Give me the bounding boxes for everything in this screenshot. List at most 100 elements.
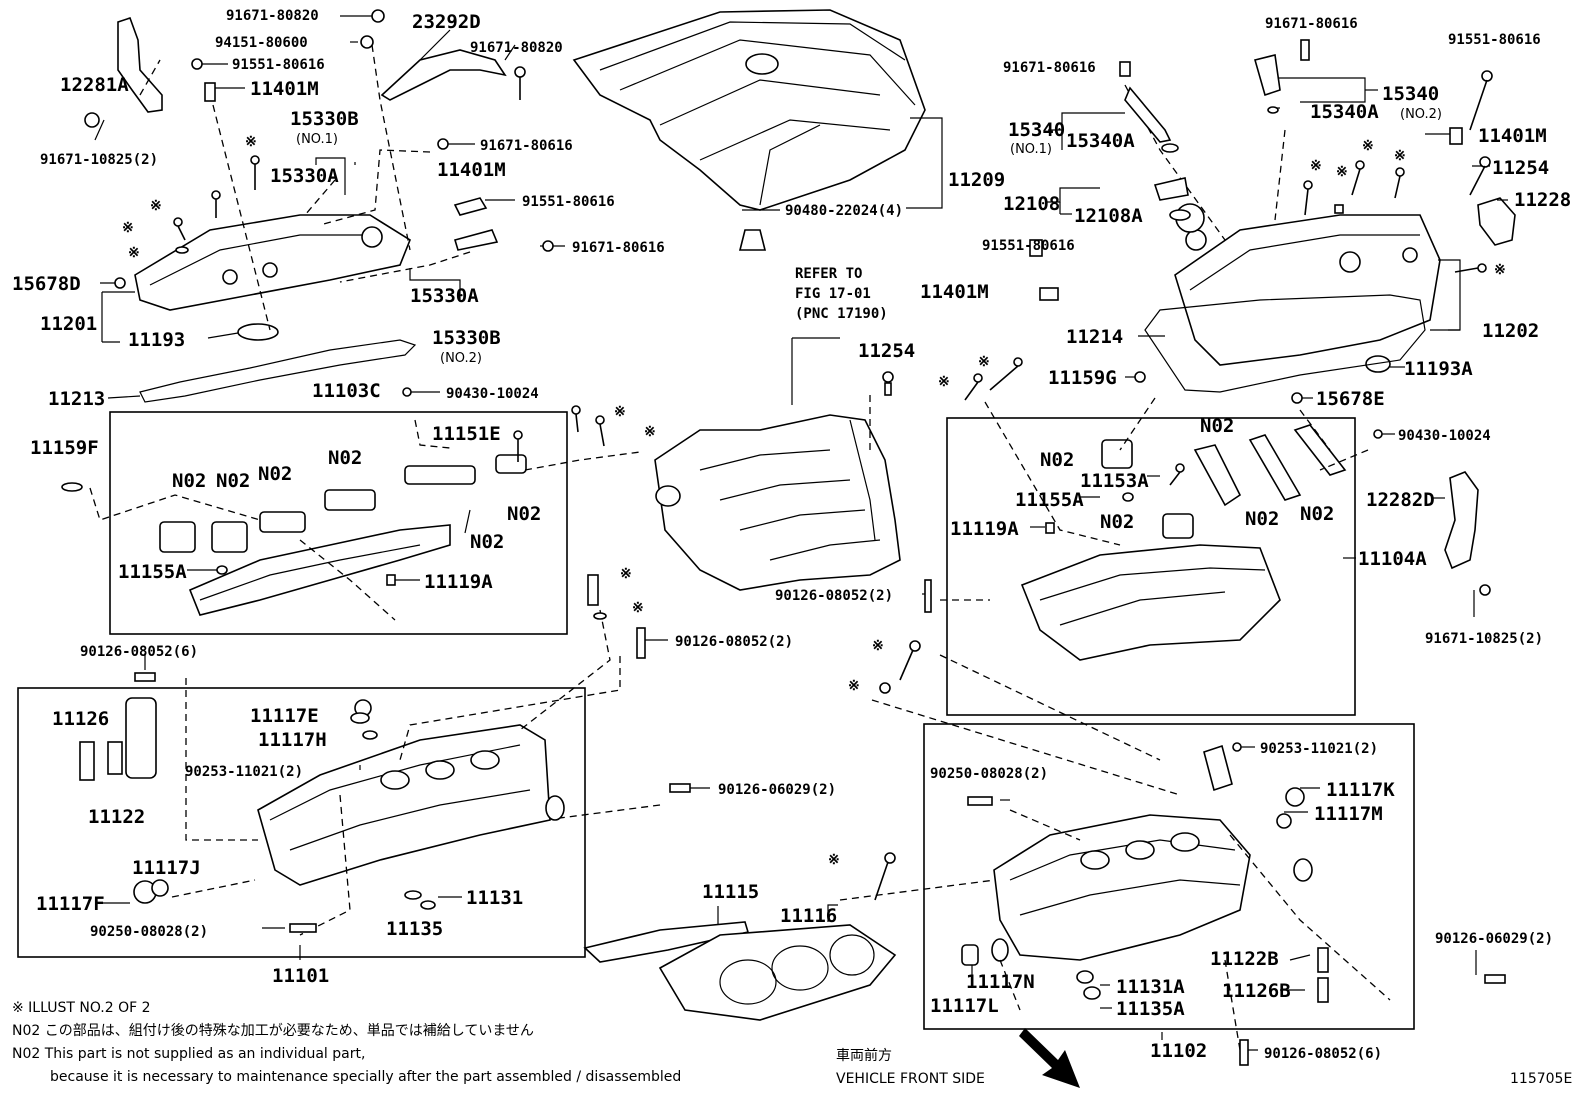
label-90430-10024: 90430-10024 bbox=[446, 386, 539, 402]
label-91671-10825-left: 91671-10825(2) bbox=[40, 152, 158, 168]
label-11159G: 11159G bbox=[1048, 367, 1117, 389]
label-12108A: 12108A bbox=[1074, 205, 1143, 227]
label-91551-80616-b: 91551-80616 bbox=[522, 194, 615, 210]
label-11103C: 11103C bbox=[312, 380, 381, 402]
symbol-mark: ※ bbox=[1336, 164, 1348, 180]
label-no1-b: (NO.1) bbox=[1010, 142, 1052, 157]
label-11213: 11213 bbox=[48, 388, 105, 410]
label-11119A: 11119A bbox=[424, 571, 493, 593]
label-11122B: 11122B bbox=[1210, 948, 1279, 970]
camshaft-housing-frame-right bbox=[946, 417, 1356, 716]
label-91551-80616-d: 91551-80616 bbox=[982, 238, 1075, 254]
part-labels: 12281A 91671-10825(2) 91671-80820 94151-… bbox=[12, 8, 1571, 1062]
label-91671-80616-c: 91671-80616 bbox=[1003, 60, 1096, 76]
note-illust: ※ ILLUST NO.2 OF 2 bbox=[12, 1000, 151, 1016]
label-94151-80600: 94151-80600 bbox=[215, 35, 308, 51]
label-11117J: 11117J bbox=[132, 857, 201, 879]
symbol-mark: ※ bbox=[614, 404, 626, 420]
label-11115: 11115 bbox=[702, 881, 759, 903]
note-n02-english-1: N02 This part is not supplied as an indi… bbox=[12, 1046, 365, 1062]
label-90253-11021-b: 90253-11021(2) bbox=[1260, 741, 1378, 757]
label-11116: 11116 bbox=[780, 905, 837, 927]
label-23292D: 23292D bbox=[412, 11, 481, 33]
label-15678E: 15678E bbox=[1316, 388, 1385, 410]
label-90430-10024-b: 90430-10024 bbox=[1398, 428, 1491, 444]
symbol-mark: ※ bbox=[644, 424, 656, 440]
right-valve-cover-illustration bbox=[1174, 203, 1441, 373]
label-no2: (NO.2) bbox=[440, 351, 482, 366]
label-11104A: 11104A bbox=[1358, 548, 1427, 570]
bolts-and-fasteners bbox=[61, 9, 1506, 1066]
symbol-mark: ※ bbox=[620, 566, 632, 582]
symbol-mark: ※ bbox=[1494, 262, 1506, 278]
engine-cover-illustration bbox=[572, 9, 926, 251]
symbol-mark: ※ bbox=[938, 374, 950, 390]
label-11126B: 11126B bbox=[1222, 980, 1291, 1002]
label-91671-10825-right: 91671-10825(2) bbox=[1425, 631, 1543, 647]
label-91671-80616-b: 91671-80616 bbox=[572, 240, 665, 256]
label-12282D: 12282D bbox=[1366, 489, 1435, 511]
symbol-mark: ※ bbox=[1310, 158, 1322, 174]
intake-manifold-illustration bbox=[654, 414, 901, 591]
label-11131: 11131 bbox=[466, 887, 523, 909]
label-11201: 11201 bbox=[40, 313, 97, 335]
label-11117M: 11117M bbox=[1314, 803, 1383, 825]
label-12281A: 12281A bbox=[60, 74, 129, 96]
label-11117E: 11117E bbox=[250, 705, 319, 727]
left-valve-cover-gasket bbox=[139, 339, 417, 403]
label-11193A: 11193A bbox=[1404, 358, 1473, 380]
label-n02: N02 bbox=[507, 503, 541, 525]
label-n02: N02 bbox=[470, 531, 504, 553]
label-91551-80616: 91551-80616 bbox=[232, 57, 325, 73]
label-11131A: 11131A bbox=[1116, 976, 1185, 998]
label-11117L: 11117L bbox=[930, 995, 999, 1017]
symbol-mark: ※ bbox=[872, 638, 884, 654]
left-engine-hanger-12281A bbox=[117, 16, 163, 113]
cylinder-head-frame-left bbox=[17, 687, 586, 958]
label-n02: N02 bbox=[1200, 415, 1234, 437]
left-camshaft-housing-illustration bbox=[159, 454, 527, 616]
bracket-11228 bbox=[1477, 197, 1516, 246]
label-11193: 11193 bbox=[128, 329, 185, 351]
right-engine-hanger-12282D bbox=[1444, 471, 1479, 570]
label-no2-b: (NO.2) bbox=[1400, 107, 1442, 122]
label-11117H: 11117H bbox=[258, 729, 327, 751]
label-n02: N02 bbox=[216, 470, 250, 492]
label-90126-08052-a: 90126-08052(2) bbox=[775, 588, 893, 604]
label-11254-b: 11254 bbox=[1492, 157, 1549, 179]
label-11159F: 11159F bbox=[30, 437, 99, 459]
label-11155A-b: 11155A bbox=[1015, 489, 1084, 511]
label-90253-11021-a: 90253-11021(2) bbox=[185, 764, 303, 780]
label-11202: 11202 bbox=[1482, 320, 1539, 342]
illustration-code: 115705E bbox=[1510, 1071, 1572, 1087]
cylinder-head-frame-right bbox=[923, 723, 1415, 1030]
note-n02-japanese: N02 この部品は、組付け後の特殊な加工が必要なため、単品では補給していません bbox=[12, 1023, 534, 1039]
front-direction-english: VEHICLE FRONT SIDE bbox=[836, 1071, 985, 1087]
symbol-mark: ※ bbox=[848, 678, 860, 694]
label-11126: 11126 bbox=[52, 708, 109, 730]
legend-notes: ※ ILLUST NO.2 OF 2 N02 この部品は、組付け後の特殊な加工が… bbox=[12, 1000, 1572, 1087]
label-15340A: 15340A bbox=[1066, 130, 1135, 152]
refer-line-3: (PNC 17190) bbox=[795, 306, 888, 322]
symbol-mark: ※ bbox=[150, 198, 162, 214]
label-11401M-b: 11401M bbox=[437, 159, 506, 181]
label-n02: N02 bbox=[1100, 511, 1134, 533]
label-90126-08052-b: 90126-08052(2) bbox=[675, 634, 793, 650]
symbol-mark: ※ bbox=[122, 220, 134, 236]
label-91551-80616-c: 91551-80616 bbox=[1448, 32, 1541, 48]
label-n02: N02 bbox=[1040, 449, 1074, 471]
label-91671-80820-b: 91671-80820 bbox=[470, 40, 563, 56]
label-11153A: 11153A bbox=[1080, 470, 1149, 492]
symbol-mark: ※ bbox=[1394, 148, 1406, 164]
label-11401M: 11401M bbox=[250, 78, 319, 100]
label-90126-06029-a: 90126-06029(2) bbox=[718, 782, 836, 798]
right-camshaft-housing-illustration bbox=[1020, 424, 1347, 661]
label-n02: N02 bbox=[328, 447, 362, 469]
label-11135: 11135 bbox=[386, 918, 443, 940]
label-11135A: 11135A bbox=[1116, 998, 1185, 1020]
label-n02: N02 bbox=[172, 470, 206, 492]
label-90126-08052-c: 90126-08052(6) bbox=[1264, 1046, 1382, 1062]
heat-insulator-23292D bbox=[380, 49, 507, 101]
label-n02: N02 bbox=[1300, 503, 1334, 525]
label-no1: (NO.1) bbox=[296, 132, 338, 147]
